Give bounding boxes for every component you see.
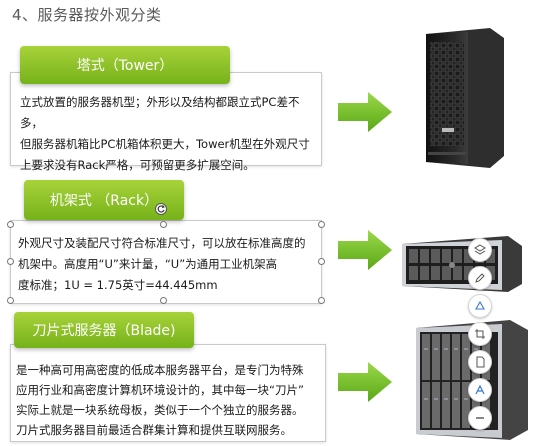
page-title: 4、服务器按外观分类 — [12, 6, 162, 24]
edit-pen-icon[interactable] — [468, 266, 492, 290]
document-icon[interactable] — [468, 350, 492, 374]
rack-server-image — [402, 236, 522, 292]
right-arrow-icon — [338, 362, 392, 402]
rotate-handle-icon[interactable] — [155, 203, 167, 215]
right-arrow-icon — [338, 230, 392, 270]
minus-icon[interactable] — [468, 406, 492, 430]
resize-handle-tc[interactable] — [160, 221, 167, 228]
resize-handle-mr[interactable] — [318, 258, 325, 265]
layers-icon[interactable] — [468, 238, 492, 262]
blade-description: 是一种高可用高密度的低成本服务器平台，是专门为特殊 应用行业和高密度计算机环境设… — [16, 363, 304, 437]
rack-description: 外观尺寸及装配尺寸符合标准尺寸，可以放在标准高度的 机架中。高度用“U”来计量，… — [18, 236, 306, 292]
blade-header: 刀片式服务器（Blade) — [14, 312, 194, 348]
shape-icon[interactable] — [468, 294, 492, 318]
resize-handle-ml[interactable] — [7, 258, 14, 265]
right-arrow-icon — [338, 92, 392, 132]
resize-handle-bl[interactable] — [7, 297, 14, 304]
crop-icon[interactable] — [468, 322, 492, 346]
resize-handle-br[interactable] — [318, 297, 325, 304]
resize-handle-bc[interactable] — [160, 297, 167, 304]
resize-handle-tl[interactable] — [7, 221, 14, 228]
floating-toolbar — [468, 238, 492, 430]
resize-handle-tr[interactable] — [318, 221, 325, 228]
tower-header: 塔式（Tower） — [20, 46, 230, 84]
tower-description: 立式放置的服务器机型；外形以及结构都跟立式PC差不多， 但服务器机箱比PC机箱体… — [20, 95, 310, 172]
tower-text-box: 立式放置的服务器机型；外形以及结构都跟立式PC差不多， 但服务器机箱比PC机箱体… — [10, 72, 322, 172]
tower-server-image — [426, 28, 504, 168]
rack-header: 机架式 （Rack） — [24, 180, 184, 220]
blade-text-box: 是一种高可用高密度的低成本服务器平台，是专门为特殊 应用行业和高密度计算机环境设… — [10, 344, 326, 442]
text-style-icon[interactable] — [468, 378, 492, 402]
rack-text-box: 外观尺寸及装配尺寸符合标准尺寸，可以放在标准高度的 机架中。高度用“U”来计量，… — [10, 220, 322, 304]
